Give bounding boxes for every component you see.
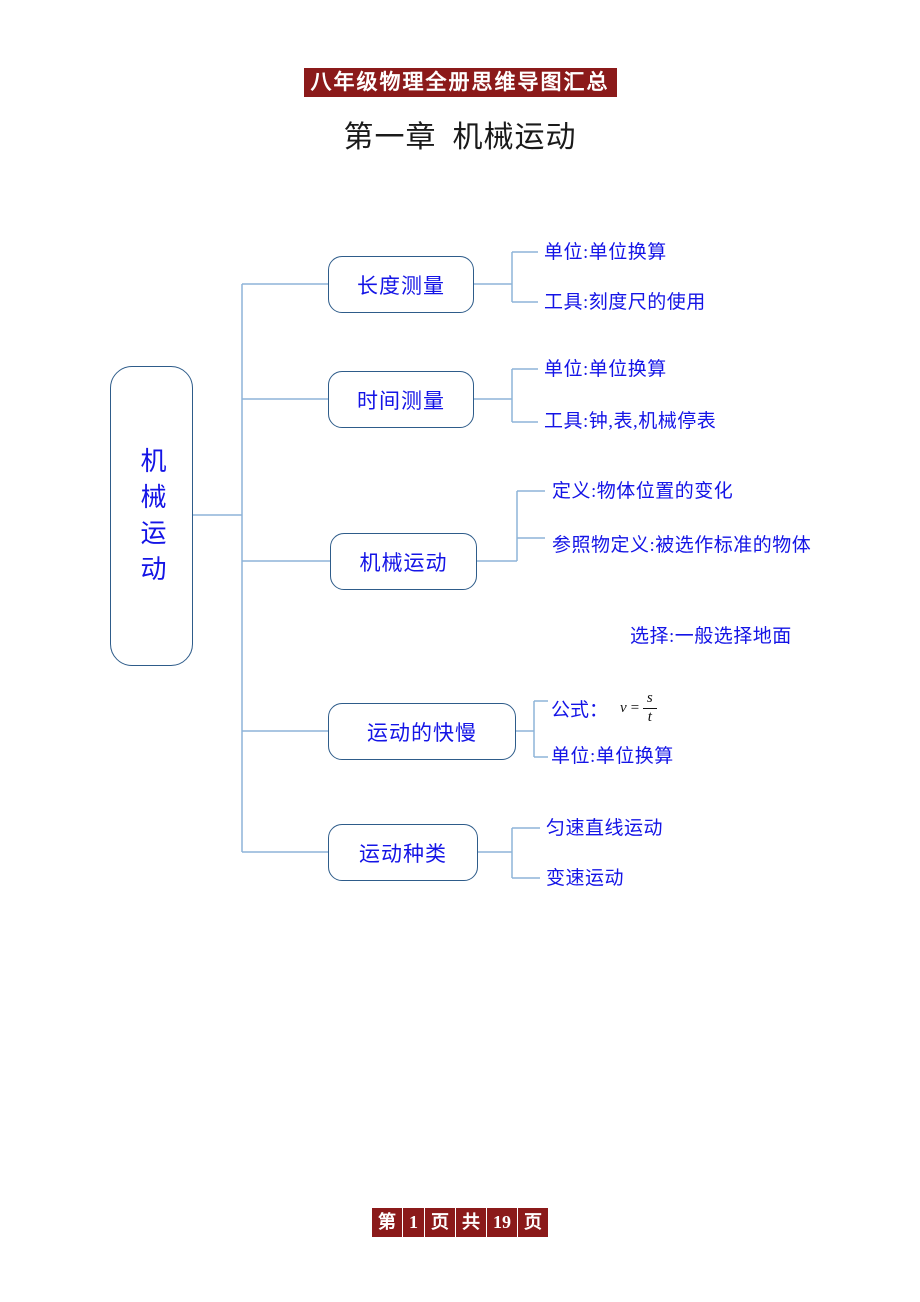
formula-fraction: s t bbox=[642, 690, 657, 726]
document-title-banner: 八年级物理全册思维导图汇总 bbox=[0, 68, 920, 98]
chapter-prefix: 第一章 bbox=[343, 121, 437, 154]
page-number-cell-4: 19 bbox=[487, 1208, 518, 1237]
leaf-time-unit[interactable]: 单位:单位换算 bbox=[544, 359, 667, 380]
formula-equals: = bbox=[629, 699, 640, 716]
leaf-speed-formula-row[interactable]: 公式： v = s t bbox=[551, 690, 657, 726]
speed-formula-expression: v = s t bbox=[620, 690, 657, 726]
formula-denominator: t bbox=[647, 708, 652, 725]
chapter-name: 机械运动 bbox=[452, 121, 577, 154]
leaf-motion-definition[interactable]: 定义:物体位置的变化 bbox=[552, 481, 734, 502]
document-title-text: 八年级物理全册思维导图汇总 bbox=[303, 68, 617, 98]
leaf-time-tool[interactable]: 工具:钟,表,机械停表 bbox=[544, 411, 717, 432]
leaf-variable-speed-motion[interactable]: 变速运动 bbox=[546, 868, 625, 889]
page-number-cell-2: 页 bbox=[425, 1208, 456, 1237]
leaf-reference-object-choice[interactable]: 选择:一般选择地面 bbox=[630, 626, 792, 647]
formula-lhs: v bbox=[620, 699, 627, 716]
formula-fraction-bar bbox=[642, 707, 657, 709]
leaf-length-unit[interactable]: 单位:单位换算 bbox=[544, 242, 667, 263]
mindmap-node-time-measurement[interactable]: 时间测量 bbox=[328, 371, 474, 428]
leaf-reference-object-definition[interactable]: 参照物定义:被选作标准的物体 bbox=[552, 535, 812, 556]
chapter-title: 第一章机械运动 bbox=[0, 112, 920, 156]
leaf-uniform-linear-motion[interactable]: 匀速直线运动 bbox=[546, 818, 664, 839]
leaf-speed-formula-label: 公式： bbox=[551, 699, 609, 721]
mindmap-node-speed-of-motion[interactable]: 运动的快慢 bbox=[328, 703, 516, 760]
formula-numerator: s bbox=[646, 690, 653, 706]
page-number-cell-0: 第 bbox=[372, 1208, 403, 1237]
page-number-cell-3: 共 bbox=[456, 1208, 487, 1237]
page-number-cell-1: 1 bbox=[403, 1208, 425, 1237]
leaf-speed-unit[interactable]: 单位:单位换算 bbox=[551, 746, 674, 767]
mindmap-node-mechanical-motion[interactable]: 机械运动 bbox=[330, 533, 477, 590]
leaf-length-tool[interactable]: 工具:刻度尺的使用 bbox=[544, 292, 706, 313]
mindmap-root-node[interactable]: 机械运动 bbox=[110, 366, 193, 666]
page-number-cell-5: 页 bbox=[524, 1212, 542, 1232]
mindmap-node-length-measurement[interactable]: 长度测量 bbox=[328, 256, 474, 313]
mindmap-node-motion-types[interactable]: 运动种类 bbox=[328, 824, 478, 881]
